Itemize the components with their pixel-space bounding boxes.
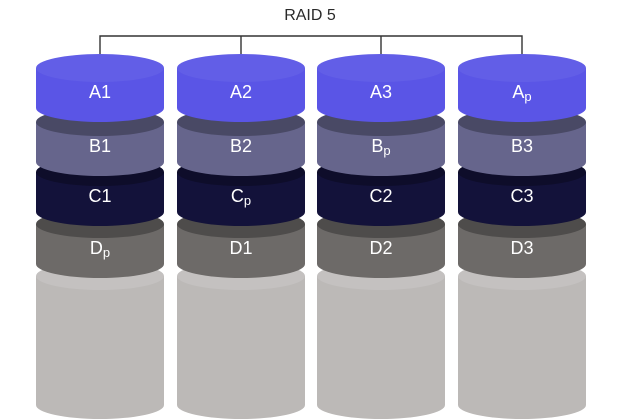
empty-body (177, 276, 305, 419)
block-index: 2 (382, 186, 392, 206)
data-block: A3 (317, 54, 445, 122)
block-label: C1 (88, 186, 111, 206)
block-body (36, 68, 164, 122)
block-body (177, 172, 305, 226)
block-label: C3 (510, 186, 533, 206)
block-label: Dp (90, 238, 110, 260)
block-letter: A (512, 82, 524, 102)
block-body (177, 224, 305, 278)
block-letter: C (231, 186, 244, 206)
block-label: Cp (231, 186, 251, 208)
array-connector (99, 35, 523, 62)
block-index: 1 (101, 82, 111, 102)
diagram-title: RAID 5 (284, 7, 336, 24)
block-index: 3 (523, 186, 533, 206)
block-letter: C (88, 186, 101, 206)
connector-line (99, 35, 523, 62)
block-label: B3 (511, 136, 533, 156)
block-label: B1 (89, 136, 111, 156)
block-index: 3 (523, 136, 533, 156)
block-letter: B (89, 136, 101, 156)
data-block: A1 (36, 54, 164, 122)
block-letter: C (369, 186, 382, 206)
data-block: A2 (177, 54, 305, 122)
block-index: 1 (242, 238, 252, 258)
block-letter: D (229, 238, 242, 258)
block-body (317, 68, 445, 122)
block-letter: A (89, 82, 101, 102)
block-letter: D (90, 238, 103, 258)
block-label: A2 (230, 82, 252, 102)
parity-subscript: p (524, 89, 531, 104)
parity-subscript: p (103, 245, 110, 260)
block-index: 3 (382, 82, 392, 102)
block-label: Ap (512, 82, 531, 104)
block-body (177, 122, 305, 176)
block-body (458, 68, 586, 122)
block-label: B2 (230, 136, 252, 156)
block-body (177, 68, 305, 122)
parity-subscript: p (383, 143, 390, 158)
block-body (317, 172, 445, 226)
block-index: 1 (101, 136, 111, 156)
block-body (36, 224, 164, 278)
block-top (36, 54, 164, 82)
block-top (177, 54, 305, 82)
empty-body (458, 276, 586, 419)
block-letter: A (230, 82, 242, 102)
block-letter: D (369, 238, 382, 258)
block-body (36, 172, 164, 226)
block-body (458, 122, 586, 176)
block-body (36, 122, 164, 176)
block-body (317, 122, 445, 176)
block-top (458, 54, 586, 82)
block-body (458, 224, 586, 278)
block-label: Bp (371, 136, 390, 158)
block-body (317, 224, 445, 278)
block-top (317, 54, 445, 82)
block-index: 2 (242, 82, 252, 102)
disk-empty-space (458, 262, 586, 419)
block-index: 1 (101, 186, 111, 206)
block-index: 2 (382, 238, 392, 258)
disk-empty-space (177, 262, 305, 419)
disk-empty-space (36, 262, 164, 419)
empty-body (36, 276, 164, 419)
block-label: C2 (369, 186, 392, 206)
parity-subscript: p (244, 193, 251, 208)
parity-block: Ap (458, 54, 586, 122)
block-body (458, 172, 586, 226)
block-label: D2 (369, 238, 392, 258)
block-label: A1 (89, 82, 111, 102)
block-letter: D (510, 238, 523, 258)
block-letter: C (510, 186, 523, 206)
block-letter: B (230, 136, 242, 156)
block-letter: A (370, 82, 382, 102)
block-label: D3 (510, 238, 533, 258)
block-letter: B (511, 136, 523, 156)
block-letter: B (371, 136, 383, 156)
block-label: A3 (370, 82, 392, 102)
empty-body (317, 276, 445, 419)
block-index: 3 (523, 238, 533, 258)
block-index: 2 (242, 136, 252, 156)
block-label: D1 (229, 238, 252, 258)
disk-empty-space (317, 262, 445, 419)
